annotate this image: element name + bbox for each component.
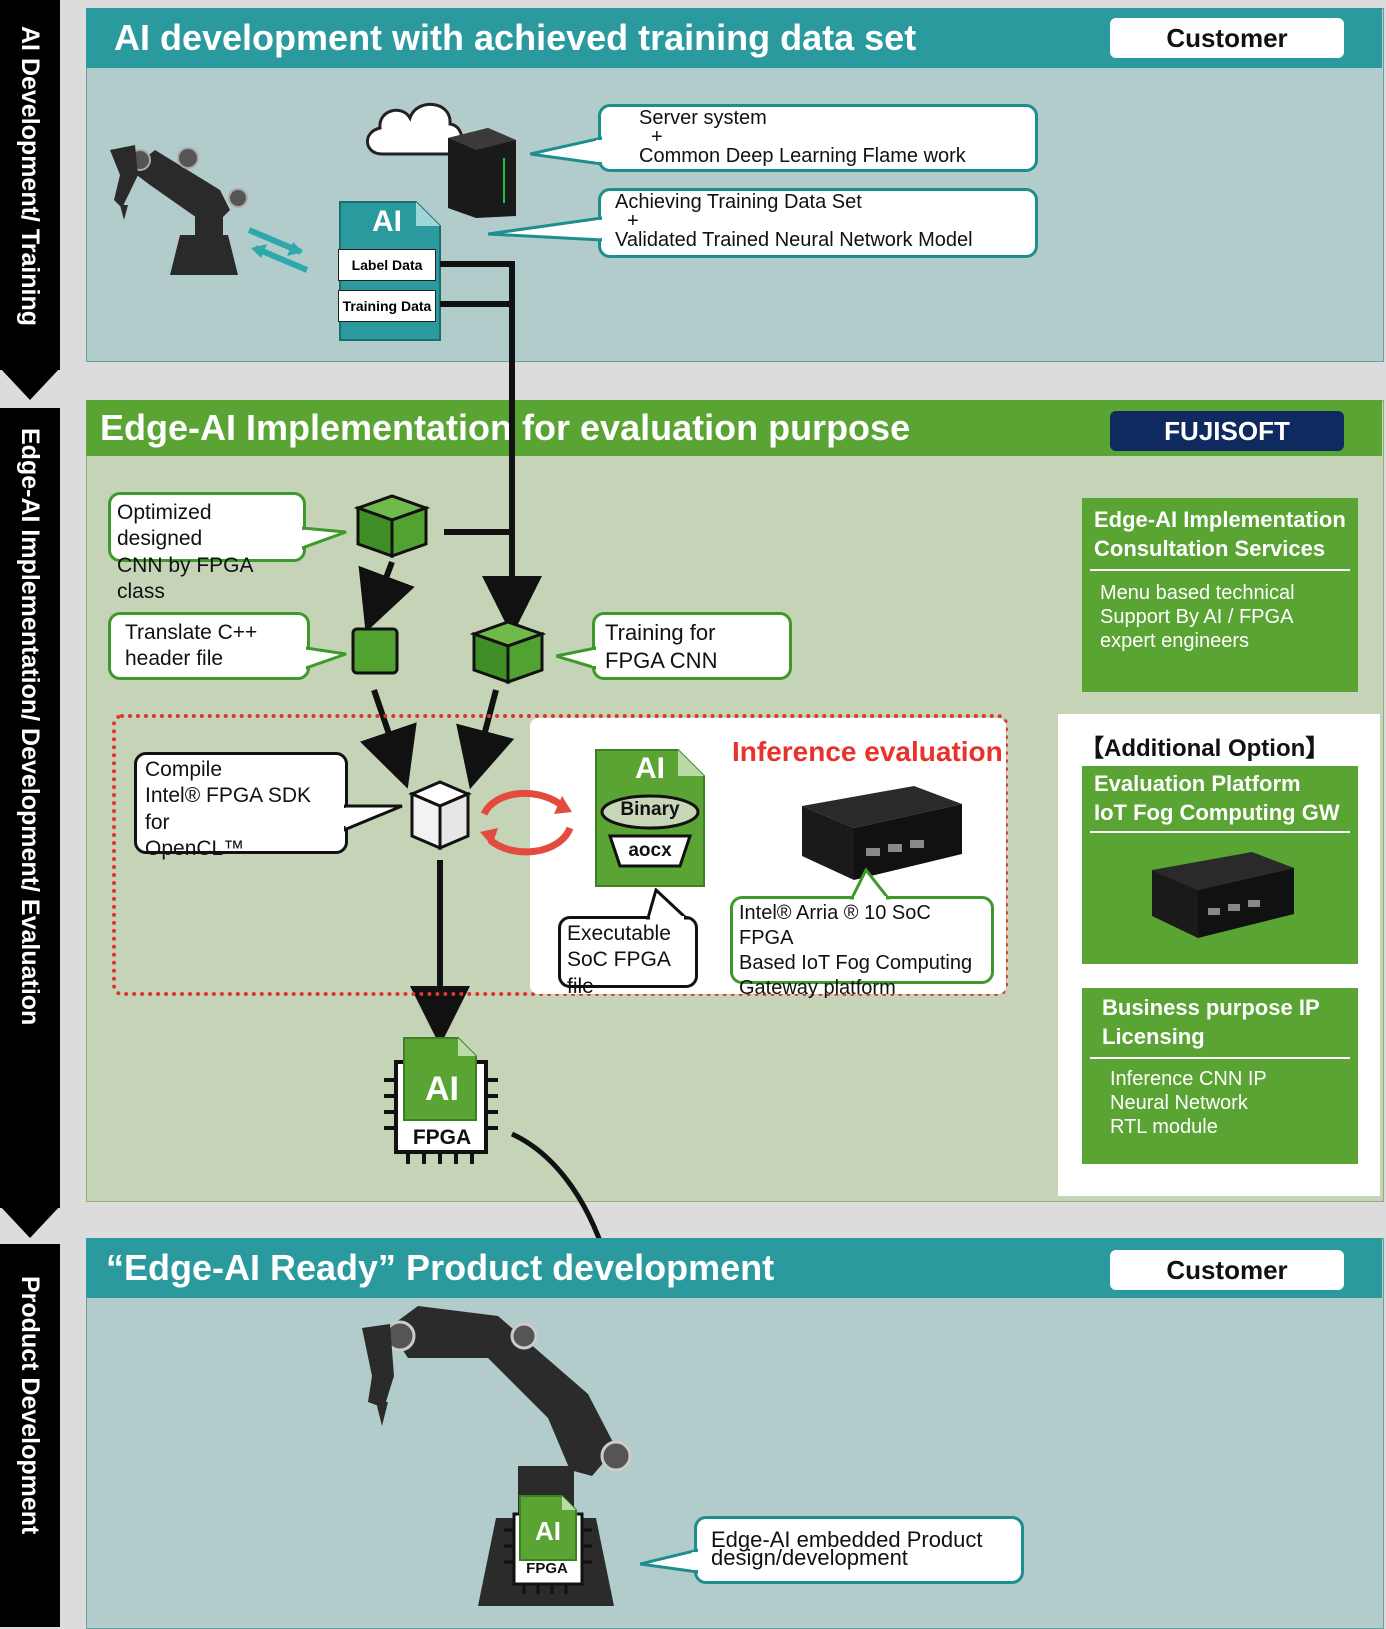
fpga-chip-ai-label: AI [425,1070,459,1108]
compiled-cube-icon [408,780,472,851]
licensing-title-line2: Licensing [1102,1023,1205,1049]
consultation-title-line2: Consultation Services [1094,535,1326,561]
platform-callout: Intel® Arria ® 10 SoC FPGA Based IoT Fog… [730,896,994,999]
licensing-body-line3: RTL module [1110,1116,1218,1139]
section3-title: “Edge-AI Ready” Product development [106,1247,775,1288]
phase-arrow-training [0,368,60,400]
translate-callout-pointer [306,646,347,670]
phase-label-product: Product Development [0,1244,60,1627]
training-callout-pointer [556,646,596,670]
evaluation-title-line2: IoT Fog Computing GW [1094,799,1340,825]
platform-callout-line2: Based IoT Fog Computing [739,952,973,974]
product-callout: Edge-AI embedded Product design/developm… [694,1516,1024,1584]
cloud-icon [366,103,464,156]
dataset-callout-pointer [488,216,602,242]
product-callout-pointer [640,1548,698,1574]
phase-arrow-implementation [0,1206,60,1238]
licensing-title-line1: Business purpose IP [1102,995,1320,1020]
training-callout-line2: FPGA CNN [605,647,718,673]
server-callout-line1: Server system [639,107,767,129]
cnn-callout: Optimized designed CNN by FPGA class [108,492,306,603]
server-system-callout: Server system + Common Deep Learning Fla… [598,104,1038,172]
product-robot-arm-icon [362,1306,632,1606]
compile-callout-line3: OpenCL™ [145,836,245,860]
fujisoft-badge: FUJISOFT [1110,411,1344,451]
cnn-callout-pointer [302,526,347,550]
product-chip-ai-label: AI [535,1516,561,1546]
evaluation-gateway-icon [1152,852,1294,938]
product-callout-line2: design/development [711,1545,908,1570]
compile-callout-line2: Intel® FPGA SDK for [145,784,312,834]
translate-callout-line1: Translate C++ [125,621,258,644]
ai-dataset-ai-label: AI [372,205,402,238]
binary-file-ai-label: AI [635,752,665,785]
training-cube-icon [470,620,546,685]
server-callout-line2: + [651,126,663,148]
additional-option-heading: 【Additional Option】 [1080,735,1330,762]
cnn-cube-icon [354,494,430,559]
platform-callout-line1: Intel® Arria ® 10 SoC FPGA [739,902,931,949]
dataset-callout: Achieving Training Data Set + Validated … [598,188,1038,258]
licensing-card: Business purpose IP Licensing Inference … [1082,988,1358,1164]
server-icon [448,128,516,218]
exchange-arrows-icon [247,227,309,273]
executable-callout: Executable SoC FPGA file [558,916,698,998]
section2-title: Edge-AI Implementation for evaluation pu… [100,407,911,448]
compile-callout-pointer [344,804,403,832]
platform-callout-line3: Gateway platform [739,977,896,999]
server-callout-pointer [530,136,602,166]
executable-callout-pointer [646,888,690,920]
robot-arm-icon [110,145,248,275]
cnn-callout-line1: Optimized designed [117,501,212,551]
product-fpga-chip-icon [504,1495,592,1594]
section1-customer-badge: Customer [1110,18,1344,58]
cnn-callout-line2: CNN by FPGA class [117,553,253,603]
dataset-callout-line1: Achieving Training Data Set [615,191,862,213]
binary-label: Binary [620,799,680,820]
compile-callout: Compile Intel® FPGA SDK for OpenCL™ [134,752,348,860]
fpga-chip-fpga-label: FPGA [412,1126,472,1149]
compile-loop-arrows-icon [480,789,574,856]
gateway-device-icon [802,786,962,880]
binary-file-icon [595,749,705,887]
section1-title: AI development with achieved training da… [114,17,917,58]
consultation-body-line1: Menu based technical [1100,582,1295,605]
executable-callout-line2: SoC FPGA file [567,948,670,998]
platform-callout-pointer [850,868,890,900]
section3-customer-badge: Customer [1110,1250,1344,1290]
training-callout-line1: Training for [605,620,716,645]
phase-label-training: AI Development/ Training [0,0,60,370]
header-file-square-icon [351,627,399,675]
product-callout-line1: Edge-AI embedded Product [711,1527,983,1552]
consultation-card: Edge-AI Implementation Consultation Serv… [1082,498,1358,692]
evaluation-title-line1: Evaluation Platform [1094,771,1301,796]
product-chip-fpga-label: FPGA [526,1560,568,1577]
dataset-callout-line2: + [627,210,639,232]
aocx-label: aocx [628,840,672,861]
compile-callout-line1: Compile [145,758,223,781]
consultation-title-line1: Edge-AI Implementation [1094,507,1346,532]
fpga-chip-icon [384,1037,498,1164]
executable-callout-line1: Executable [567,922,671,945]
consultation-body-line3: expert engineers [1100,630,1249,653]
consultation-body-line2: Support By AI / FPGA [1100,606,1294,629]
server-callout-line3: Common Deep Learning Flame work [639,145,966,167]
licensing-body-line2: Neural Network [1110,1092,1248,1115]
translate-callout-line2: header file [125,647,224,671]
evaluation-region [112,714,1008,996]
licensing-body-line1: Inference CNN IP [1110,1068,1267,1091]
phase-label-implementation: Edge-AI Implementation/ Development/ Eva… [0,408,60,1208]
inference-title: Inference evaluation [732,736,1003,767]
dataset-callout-line3: Validated Trained Neural Network Model [615,229,973,251]
training-data-tag: Training Data [338,290,436,322]
label-data-tag: Label Data [338,249,436,281]
training-callout: Training for FPGA CNN [592,612,792,680]
translate-callout: Translate C++ header file [108,612,310,680]
